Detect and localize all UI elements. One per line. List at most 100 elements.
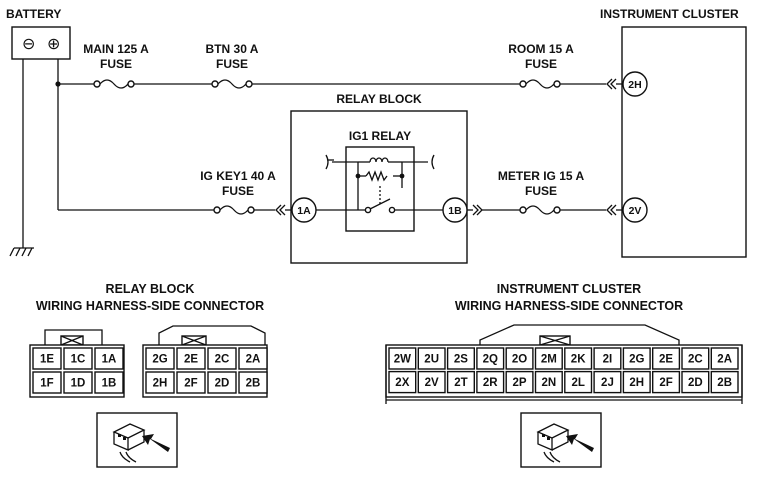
connector-cavity [681, 347, 710, 370]
connector-pin-label: 2D [215, 378, 230, 390]
connector-pin-label: 2B [246, 378, 261, 390]
connector-pin-label: 2R [483, 377, 498, 389]
battery-minus-icon: ⊖ [22, 36, 35, 53]
connector-cavity [710, 347, 739, 370]
connector-pin-label: 2T [454, 377, 467, 389]
connector-cavity [534, 370, 563, 394]
connector-cavity [94, 347, 124, 370]
connector-arrow-icon [606, 78, 617, 90]
connector-cavity [417, 370, 446, 394]
connector-cavity [388, 347, 417, 370]
connector-cavity [710, 370, 739, 394]
connector-cavity [388, 370, 417, 394]
connector-pin-label: 2D [688, 377, 703, 389]
terminal-2h [622, 71, 648, 97]
connector-cavity [238, 371, 268, 394]
connector-pin-label: 2P [513, 377, 527, 389]
connector-arrow-icon [606, 204, 617, 216]
connector-cavity [476, 370, 505, 394]
connector-pin-label: 2I [603, 354, 613, 366]
connector-pin-label: 2L [571, 377, 584, 389]
connector-cavity [176, 371, 206, 394]
connector-pin-label: 2Q [483, 354, 498, 366]
connector-cavity [505, 370, 534, 394]
igkey1-fuse-label: IG KEY1 40 A [200, 169, 276, 183]
connector-cavity [176, 347, 206, 370]
igkey1-fuse-icon [213, 205, 255, 215]
connector-cavity [94, 371, 124, 394]
connector-pin-label: 1E [40, 354, 54, 366]
meter-ig-fuse-label: METER IG 15 A [498, 169, 585, 183]
connector-cavity [681, 370, 710, 394]
meter-ig-fuse-sublabel: FUSE [525, 184, 557, 198]
connector-cavity [417, 347, 446, 370]
connector-pin-label: 1D [71, 378, 86, 390]
connector-pin-label: 2H [629, 377, 644, 389]
connector-cavity [238, 347, 268, 370]
connector-cavity [63, 347, 93, 370]
connector-pin-label: 2E [184, 354, 198, 366]
meter-ig-fuse-icon [519, 205, 561, 215]
connector-pin-label: 2F [659, 377, 672, 389]
connector-cavity [622, 370, 651, 394]
relay-connector-title: RELAY BLOCK [106, 282, 195, 296]
room-fuse-sublabel: FUSE [525, 57, 557, 71]
terminal-2h-label: 2H [628, 79, 641, 91]
connector-cavity [32, 347, 62, 370]
cluster-connector-subtitle: WIRING HARNESS-SIDE CONNECTOR [455, 299, 683, 313]
connector-pin-label: 2C [215, 354, 230, 366]
connector-cavity [622, 347, 651, 370]
relay-block-label: RELAY BLOCK [336, 92, 422, 106]
connector-pin-label: 2H [153, 378, 168, 390]
connector-pin-label: 2V [425, 377, 439, 389]
connector-pin-label: 2J [601, 377, 614, 389]
instrument-cluster-label: INSTRUMENT CLUSTER [600, 7, 739, 21]
connector-pin-label: 2W [394, 354, 411, 366]
connector-pin-label: 1A [102, 354, 117, 366]
connector-pin-label: 2K [571, 354, 586, 366]
connector-view-icon [520, 412, 602, 468]
connector-cavity [145, 371, 175, 394]
room-fuse-icon [519, 79, 561, 89]
connector-pin-label: 2F [184, 378, 197, 390]
connector-pin-label: 2G [629, 354, 644, 366]
connector-arrow-icon [275, 204, 286, 216]
connector-pin-label: 2B [717, 377, 732, 389]
connector-cavity [593, 347, 622, 370]
connector-pin-label: 1F [40, 378, 53, 390]
connector-pin-label: 2X [395, 377, 409, 389]
cluster-connector-title: INSTRUMENT CLUSTER [497, 282, 641, 296]
connector-cavity [652, 347, 681, 370]
connector-cavity [63, 371, 93, 394]
relay-connector-subtitle: WIRING HARNESS-SIDE CONNECTOR [36, 299, 264, 313]
connector-cavity [564, 347, 593, 370]
connector-cavity [207, 347, 237, 370]
terminal-2v-label: 2V [629, 205, 642, 217]
connector-pin-label: 2A [717, 354, 732, 366]
terminal-2v [622, 197, 648, 223]
connector-view-icon [96, 412, 178, 468]
connector-cavity [564, 370, 593, 394]
main-fuse-icon [93, 79, 135, 89]
main-fuse-label: MAIN 125 A [83, 42, 149, 56]
btn-fuse-label: BTN 30 A [206, 42, 259, 56]
connector-cavity [476, 347, 505, 370]
connector-cavity [446, 370, 476, 394]
terminal-1b-label: 1B [448, 205, 462, 217]
connector-cavity [145, 347, 175, 370]
connector-cavity [652, 370, 681, 394]
connector-pin-label: 2S [454, 354, 468, 366]
connector-arrow-icon [472, 204, 483, 216]
ig1-relay-label: IG1 RELAY [349, 129, 411, 143]
connector-cavity [446, 347, 476, 370]
connector-pin-label: 2C [688, 354, 703, 366]
connector-pin-label: 2O [512, 354, 527, 366]
connector-pin-label: 2M [541, 354, 557, 366]
connector-cavity [32, 371, 62, 394]
instrument-cluster-box [621, 26, 747, 258]
igkey1-fuse-sublabel: FUSE [222, 184, 254, 198]
